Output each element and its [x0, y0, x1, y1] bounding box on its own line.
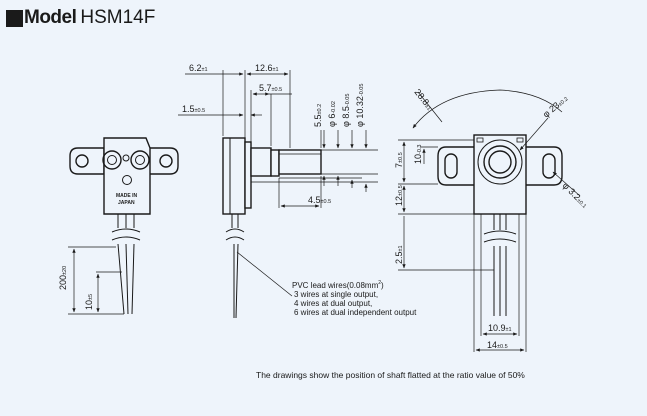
- dim-7: 7±0.5: [394, 152, 404, 168]
- rear-view-dimension-lines: [398, 89, 581, 352]
- front-view-dimension-lines: [68, 246, 124, 315]
- model-name: HSM14F: [80, 7, 156, 28]
- lead-note-line4: 6 wires at dual independent output: [294, 308, 417, 317]
- dim-10-lead: 10±5: [84, 294, 94, 310]
- dim-10-9: 10.9±1: [488, 323, 512, 333]
- dim-phi-3-2: φ 3.2±0.1: [561, 180, 590, 209]
- front-view: [69, 137, 179, 315]
- model-title: Model HSM14F: [6, 6, 155, 30]
- rear-view: [437, 134, 563, 316]
- dim-2-5: 2.5±1: [394, 245, 404, 264]
- dim-phi-6: φ 6-0.02: [327, 101, 337, 127]
- dim-4-5: 4.5±0.5: [308, 195, 331, 205]
- lead-note-line3: 4 wires at dual output,: [294, 299, 372, 308]
- dim-phi-10-32: φ 10.32-0.05: [355, 84, 365, 127]
- title-square-icon: [6, 9, 23, 27]
- dim-phi-23: φ 23±0.2: [541, 93, 570, 119]
- dim-12: 12±0.5: [394, 185, 404, 206]
- stamp-line2: JAPAN: [118, 200, 135, 206]
- dim-5-7: 5.7±0.5: [259, 83, 282, 93]
- dim-6-2: 6.2±1: [189, 63, 208, 73]
- side-view: [222, 137, 322, 319]
- lead-note-line2: 3 wires at single output,: [294, 290, 378, 299]
- drawing-caption: The drawings show the position of shaft …: [256, 370, 525, 380]
- dim-phi-8-5: φ 8.5-0.05: [341, 94, 351, 127]
- dim-10: 10-0.3: [413, 145, 423, 165]
- dim-1-5: 1.5±0.5: [182, 104, 205, 114]
- stamp-line1: MADE IN: [116, 193, 138, 199]
- side-view-dimension-lines: [178, 70, 378, 208]
- model-label: Model: [24, 7, 77, 28]
- dim-28-8: 28.8±1: [412, 87, 434, 112]
- dim-12-6: 12.6±1: [255, 63, 279, 73]
- lead-note-line1: PVC lead wires(0.08mm2): [292, 280, 384, 290]
- dim-14: 14±0.5: [487, 340, 508, 350]
- dim-5-5: 5.5±0.2: [313, 104, 323, 127]
- dim-200: 200±20: [58, 266, 68, 290]
- lead-note-leader: [236, 251, 293, 297]
